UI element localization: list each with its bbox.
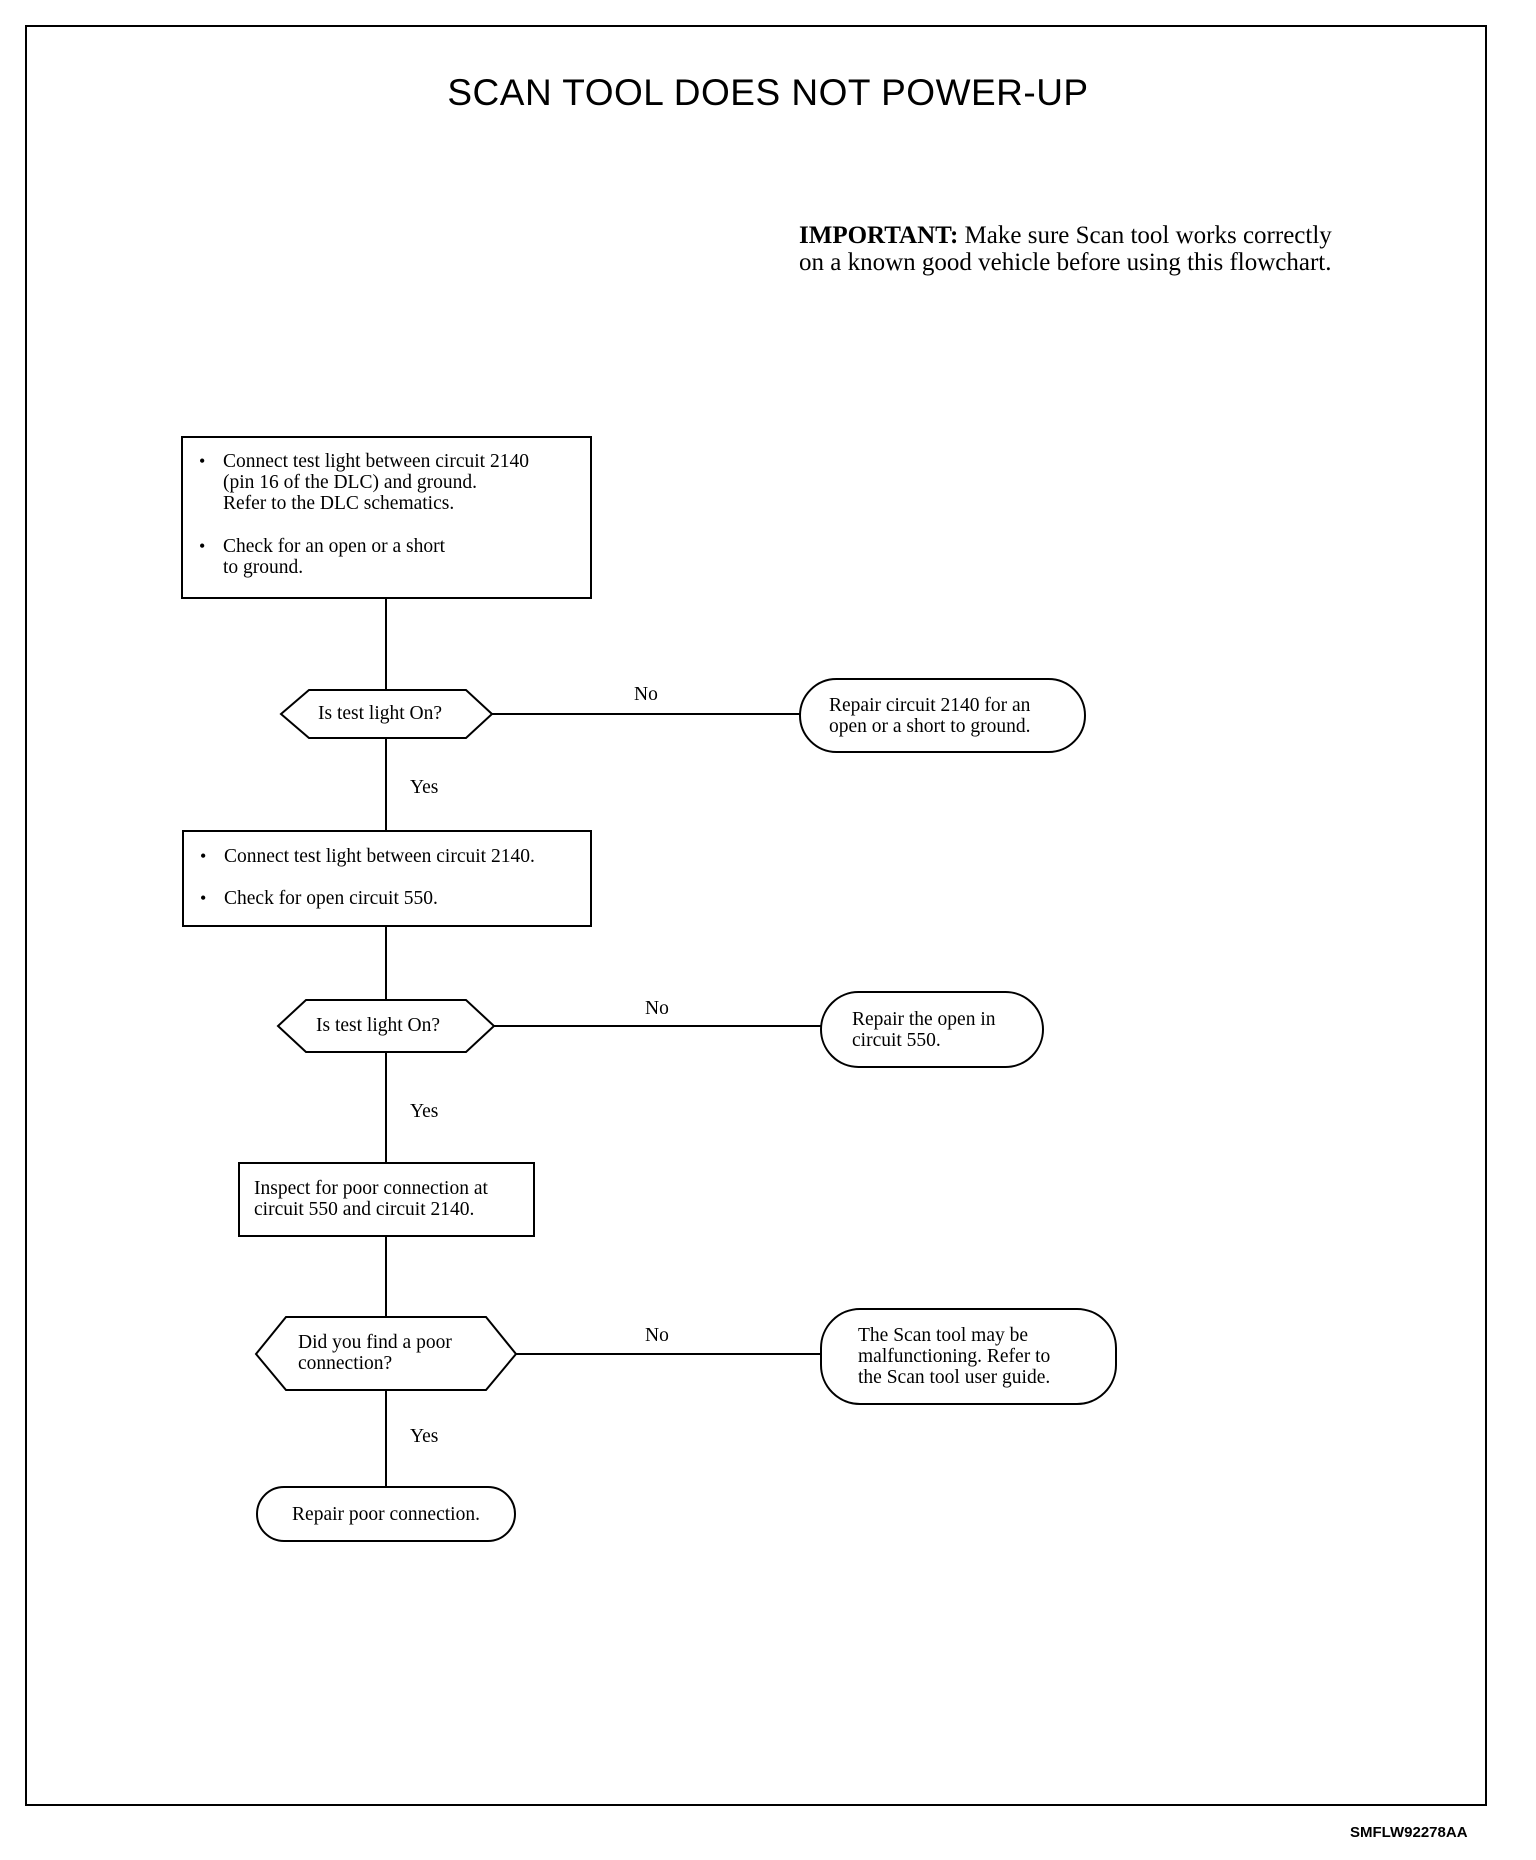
result3-line2: malfunctioning. Refer to bbox=[858, 1346, 1051, 1367]
important-text-line2: on a known good vehicle before using thi… bbox=[799, 249, 1332, 276]
page-frame bbox=[25, 25, 1487, 1806]
step1-bullet2-line2: to ground. bbox=[223, 557, 304, 578]
step3-box: Inspect for poor connection at circuit 5… bbox=[238, 1162, 535, 1237]
result3-line1: The Scan tool may be bbox=[858, 1325, 1029, 1346]
step2-bullet1: Connect test light between circuit 2140. bbox=[192, 846, 582, 867]
step2-bullet2: Check for open circuit 550. bbox=[192, 888, 582, 909]
decision3-line2: connection? bbox=[298, 1353, 393, 1374]
decision3-yes-label: Yes bbox=[410, 1426, 439, 1447]
result2-line1: Repair the open in bbox=[852, 1008, 996, 1030]
decision1-text: Is test light On? bbox=[318, 703, 443, 724]
result1-terminal: Repair circuit 2140 for an open or a sho… bbox=[799, 678, 1086, 753]
figure-code: SMFLW92278AA bbox=[1350, 1824, 1468, 1841]
page-title: SCAN TOOL DOES NOT POWER-UP bbox=[447, 72, 1089, 113]
final-terminal: Repair poor connection. bbox=[256, 1486, 516, 1542]
decision2-no-label: No bbox=[645, 998, 669, 1019]
important-note: IMPORTANT: Make sure Scan tool works cor… bbox=[799, 222, 1449, 276]
result1-line2: open or a short to ground. bbox=[829, 715, 1031, 737]
step1-bullet1: Connect test light between circuit 2140 … bbox=[191, 451, 582, 514]
decision1-yes-label: Yes bbox=[410, 777, 439, 798]
decision3-line1: Did you find a poor bbox=[298, 1332, 452, 1353]
step1-bullet2-line1: Check for an open or a short bbox=[223, 536, 446, 557]
step1-bullet1-line1: Connect test light between circuit 2140 bbox=[223, 451, 529, 472]
result1-line1: Repair circuit 2140 for an bbox=[829, 694, 1031, 716]
step1-bullet2: Check for an open or a short to ground. bbox=[191, 536, 582, 578]
decision2-text: Is test light On? bbox=[316, 1015, 441, 1036]
step3-line2: circuit 550 and circuit 2140. bbox=[254, 1199, 475, 1220]
result3-line3: the Scan tool user guide. bbox=[858, 1367, 1051, 1388]
result2-terminal: Repair the open in circuit 550. bbox=[820, 991, 1044, 1068]
decision2-diamond bbox=[276, 999, 496, 1053]
decision3-diamond bbox=[254, 1316, 518, 1391]
step1-bullet1-line2: (pin 16 of the DLC) and ground. bbox=[223, 472, 477, 493]
important-text-line1: Make sure Scan tool works correctly bbox=[964, 222, 1332, 249]
step3-line1: Inspect for poor connection at bbox=[254, 1178, 488, 1199]
step1-box: Connect test light between circuit 2140 … bbox=[181, 436, 592, 599]
final-text: Repair poor connection. bbox=[292, 1503, 480, 1525]
decision3-text: Did you find a poor connection? bbox=[298, 1332, 452, 1374]
important-lead: IMPORTANT: bbox=[799, 222, 959, 249]
decision3-no-label: No bbox=[645, 1325, 669, 1346]
result2-line2: circuit 550. bbox=[852, 1029, 941, 1051]
step1-bullet1-line3: Refer to the DLC schematics. bbox=[223, 493, 455, 514]
result3-terminal: The Scan tool may be malfunctioning. Ref… bbox=[820, 1308, 1117, 1405]
decision2-yes-label: Yes bbox=[410, 1101, 439, 1122]
step2-box: Connect test light between circuit 2140.… bbox=[182, 830, 592, 927]
decision1-no-label: No bbox=[634, 684, 658, 705]
decision1-diamond bbox=[279, 689, 494, 739]
